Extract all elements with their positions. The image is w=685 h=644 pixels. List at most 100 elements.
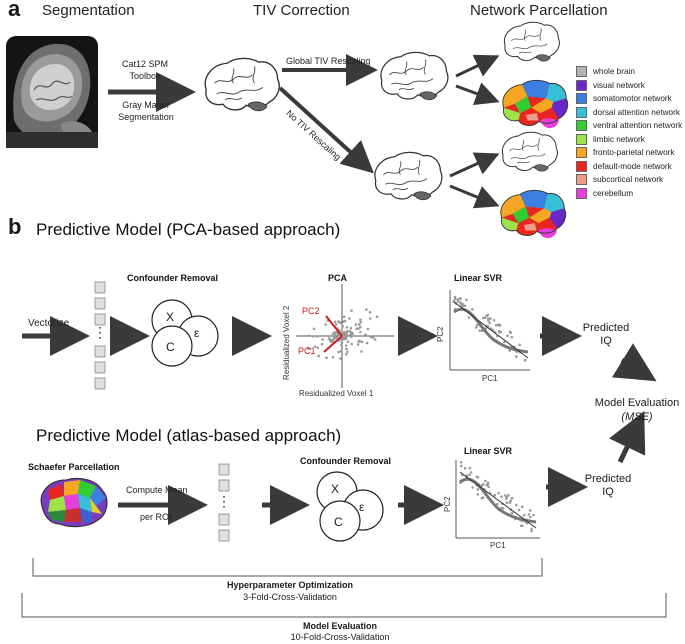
scatter-point xyxy=(522,513,526,517)
scatter-point xyxy=(340,341,344,344)
circle-epsilon2-label: ε xyxy=(359,500,365,514)
scatter-point xyxy=(520,505,524,509)
legend-label: cerebellum xyxy=(593,188,634,198)
linear-svr-label-1: Linear SVR xyxy=(454,273,503,283)
scatter-point xyxy=(486,313,490,317)
scatter-point xyxy=(503,494,507,497)
scatter-point xyxy=(373,338,377,341)
vectorize-label: Vectorize xyxy=(28,318,70,329)
legend-swatch xyxy=(576,147,587,159)
svg-text:⋮: ⋮ xyxy=(93,324,107,340)
scatter-point xyxy=(313,345,317,349)
scatter-point xyxy=(476,476,480,479)
scatter-point xyxy=(316,346,320,350)
scatter-point xyxy=(492,319,496,322)
model-eval-title: Model Evaluation xyxy=(302,621,377,631)
scatter-point xyxy=(338,321,342,325)
scatter-point xyxy=(509,499,513,502)
legend-swatch xyxy=(576,187,587,199)
scatter-point xyxy=(375,315,379,319)
svr-plot-2 xyxy=(455,460,540,539)
scatter-point xyxy=(368,310,372,314)
scatter-point xyxy=(510,335,514,339)
scatter-point xyxy=(525,522,529,525)
stage-segmentation: Segmentation xyxy=(42,2,135,19)
scatter-point xyxy=(463,466,467,470)
scatter-point xyxy=(486,317,490,320)
pc2-red-label: PC2 xyxy=(302,306,320,316)
scatter-point xyxy=(342,315,346,319)
scatter-point xyxy=(364,333,367,336)
scatter-point xyxy=(307,334,311,338)
circle-epsilon-label: ε xyxy=(194,326,200,340)
model-evaluation-label: Model Evaluation xyxy=(594,397,680,409)
whole-brain-top xyxy=(503,21,560,62)
scatter-point xyxy=(335,336,339,340)
scatter-point xyxy=(341,334,345,337)
scatter-point xyxy=(478,329,482,332)
scatter-point xyxy=(497,492,500,495)
scatter-point xyxy=(359,320,363,324)
svr-plot-1 xyxy=(449,290,530,371)
legend-label: whole brain xyxy=(593,67,635,77)
scatter-point xyxy=(494,324,498,327)
legend-item: somatomotor network xyxy=(576,92,682,106)
scatter-point xyxy=(333,331,336,334)
scatter-point xyxy=(530,527,533,531)
scatter-point xyxy=(493,493,497,497)
gm-segmentation-label: Gray Matter Segmentation xyxy=(118,100,174,122)
scatter-point xyxy=(349,326,353,330)
scatter-point xyxy=(506,334,509,338)
legend-swatch xyxy=(576,106,587,118)
scatter-point xyxy=(350,331,354,335)
per-roi-label: per ROI xyxy=(140,512,172,522)
scatter-point xyxy=(345,333,348,336)
scatter-point xyxy=(328,338,332,342)
scatter-point xyxy=(488,321,492,325)
hyperparameter-title: Hyperparameter Optimization xyxy=(226,580,354,590)
scatter-point xyxy=(350,342,354,346)
scatter-point xyxy=(505,495,509,499)
legend-item: subcortical network xyxy=(576,173,682,187)
svr-pc1-label: PC1 xyxy=(482,374,498,383)
scatter-point xyxy=(468,466,472,470)
scatter-point xyxy=(460,464,463,468)
scatter-point xyxy=(306,346,310,350)
scatter-point xyxy=(510,511,514,515)
scatter-point xyxy=(515,355,518,358)
model-evaluation-mse: (MSE) xyxy=(621,411,653,423)
scatter-point xyxy=(528,515,532,519)
scatter-point xyxy=(339,357,342,360)
scatter-point xyxy=(325,356,328,360)
stage-network-parcellation: Network Parcellation xyxy=(470,2,608,19)
pca-model-title: Predictive Model (PCA-based approach) xyxy=(36,220,341,239)
segmented-brain-1 xyxy=(204,57,280,112)
legend-item: dorsal attention network xyxy=(576,106,682,120)
scatter-point xyxy=(365,341,369,345)
scatter-point xyxy=(517,508,521,512)
scatter-point xyxy=(471,308,474,311)
schaefer-brain-image xyxy=(40,477,108,528)
global-tiv-label: Global TIV Rescaling xyxy=(286,56,371,66)
confounder-removal-label-2: Confounder Removal xyxy=(300,456,392,466)
legend-item: whole brain xyxy=(576,65,682,79)
network-brain-top xyxy=(502,79,569,129)
svr-pc2-label: PC2 xyxy=(436,326,445,342)
legend-label: limbic network xyxy=(593,134,645,144)
scatter-point xyxy=(471,486,474,489)
brain-global-tiv xyxy=(380,51,449,101)
model-evaluation-box: Model Evaluation (MSE) xyxy=(592,396,682,424)
scatter-point xyxy=(459,461,463,464)
legend-item: ventral attention network xyxy=(576,119,682,133)
scatter-point xyxy=(508,501,512,504)
predicted-iq-2: Predicted IQ xyxy=(584,473,632,498)
scatter-point xyxy=(350,309,353,312)
scatter-point xyxy=(523,358,527,362)
scatter-point xyxy=(344,353,348,356)
scatter-point xyxy=(496,502,499,506)
hyperparameter-sub: 3-Fold-Cross-Validation xyxy=(243,592,337,602)
scatter-point xyxy=(509,331,512,335)
circle-x-label: X xyxy=(166,310,175,324)
scatter-point xyxy=(337,350,340,354)
scatter-point xyxy=(344,335,348,339)
